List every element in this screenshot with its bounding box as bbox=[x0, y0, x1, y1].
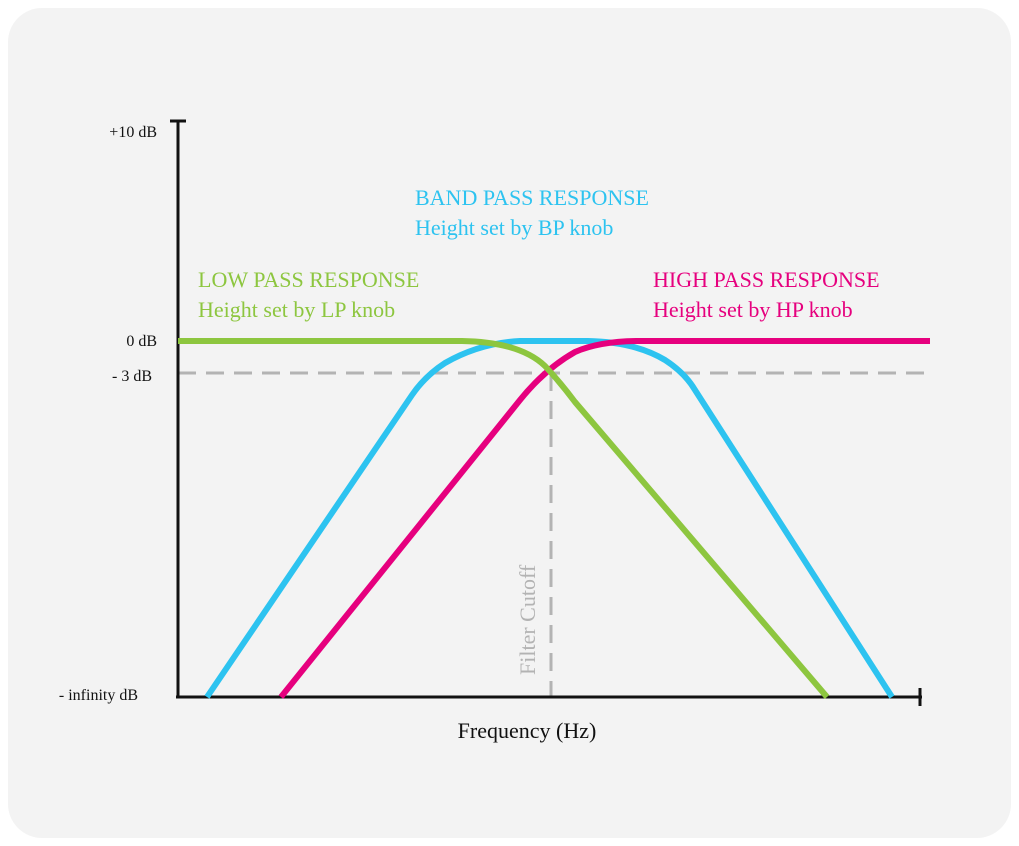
low-pass-curve bbox=[178, 338, 830, 699]
y-tick-neg-infinity: - infinity dB bbox=[59, 687, 138, 704]
high-pass-subtitle: Height set by HP knob bbox=[653, 297, 853, 322]
low-pass-title: LOW PASS RESPONSE bbox=[198, 267, 419, 292]
low-pass-subtitle: Height set by LP knob bbox=[198, 297, 395, 322]
high-pass-title: HIGH PASS RESPONSE bbox=[653, 267, 880, 292]
y-tick-plus10: +10 dB bbox=[109, 124, 157, 141]
filter-cutoff-label: Filter Cutoff bbox=[515, 564, 540, 675]
band-pass-subtitle: Height set by BP knob bbox=[415, 215, 613, 240]
diagram-panel bbox=[8, 8, 1011, 838]
x-axis-label: Frequency (Hz) bbox=[458, 718, 597, 743]
y-tick-minus3db: - 3 dB bbox=[112, 368, 152, 385]
y-tick-0db: 0 dB bbox=[126, 333, 157, 350]
band-pass-curve bbox=[204, 338, 895, 699]
high-pass-curve bbox=[278, 338, 930, 699]
band-pass-title: BAND PASS RESPONSE bbox=[415, 185, 649, 210]
